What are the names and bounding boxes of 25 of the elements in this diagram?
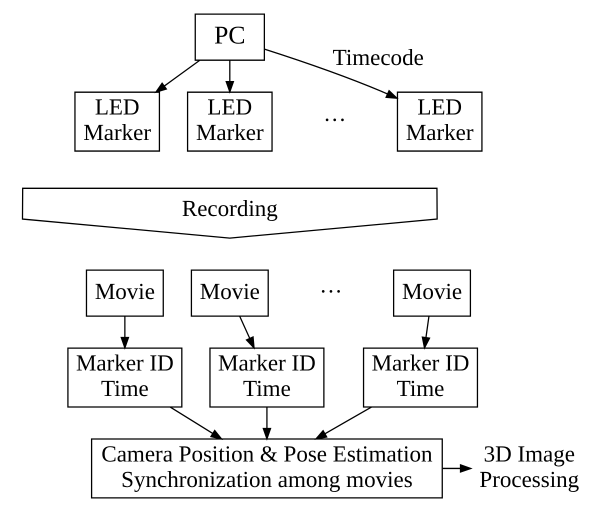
node-box: LED Marker: [186, 91, 272, 152]
arrow: [421, 316, 430, 350]
arrow: [154, 59, 200, 93]
node-box: Movie: [392, 268, 471, 316]
arrow: [224, 60, 234, 94]
node-box: LED Marker: [74, 91, 160, 152]
arrow: [120, 316, 129, 350]
arrow: [262, 406, 271, 440]
node-text: 3D Image Processing: [478, 440, 579, 492]
node-box: Movie: [190, 268, 268, 316]
label: ···: [322, 106, 346, 132]
node-box: Movie: [85, 268, 164, 316]
node-box: Marker ID Time: [362, 347, 478, 408]
arrow: [169, 406, 223, 440]
edge-label: Timecode: [332, 43, 424, 70]
arrow: [264, 48, 398, 99]
arrow: [442, 463, 472, 472]
node-box: Camera Position & Pose Estimation Synchronization among movies: [90, 438, 442, 498]
node-box: Marker ID Time: [66, 347, 182, 408]
label: ···: [318, 277, 342, 304]
arrow: [314, 406, 372, 440]
node-box: LED Marker: [396, 91, 482, 152]
arrow: [238, 316, 254, 350]
node-box: Marker ID Time: [208, 347, 324, 408]
node-box: PC: [194, 12, 264, 60]
